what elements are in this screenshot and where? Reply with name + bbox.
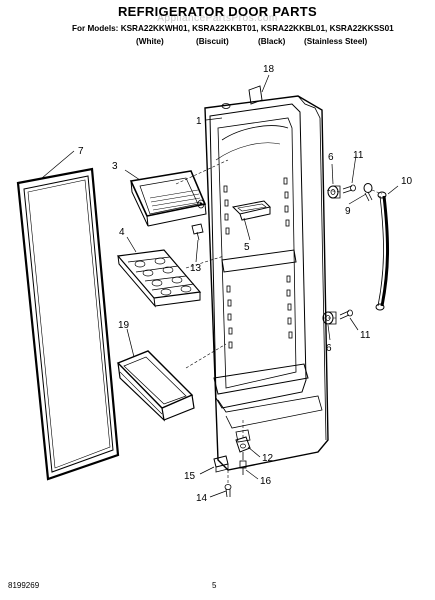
hinge-block [213,455,229,473]
model-number: KSRA22KKBL01, [260,24,328,33]
callout-6: 6 [328,152,334,163]
page-number: 5 [212,581,217,590]
callout-11: 11 [360,330,371,341]
bin-clip [191,223,204,241]
callout-15: 15 [184,471,196,482]
egg-tray [116,249,202,308]
callout-10: 10 [401,176,413,187]
callout-1: 1 [196,116,202,127]
callout-5: 5 [244,242,250,253]
callout-18: 18 [263,64,275,75]
callout-11: 11 [353,150,364,161]
model-number: KSRA22KKWH01, [120,24,190,33]
callout-7: 7 [78,146,84,157]
callout-4: 4 [119,227,125,238]
dairy-bin [231,200,271,221]
bottom-hinge [235,436,251,460]
model-number: KSRA22KKBT01, [192,24,259,33]
callout-13: 13 [190,263,202,274]
bottom-screw [224,484,232,498]
screw-upper [342,184,356,194]
color-label: (White) [136,37,164,46]
color-label: (Biscuit) [196,37,229,46]
door-gasket [16,167,120,481]
callout-12: 12 [262,453,274,464]
handle-screw [363,183,373,202]
callout-19: 19 [118,320,130,331]
doc-number: 8199269 [8,581,40,590]
door-bin [116,350,195,422]
callout-6: 6 [326,343,332,354]
callout-9: 9 [345,206,351,217]
hinge-pin [239,460,247,475]
page-title: REFRIGERATOR DOOR PARTS [117,4,318,19]
for-models-label: For Models: [72,24,119,33]
utility-bin [129,170,207,227]
door-liner [204,95,329,471]
model-number: KSRA22KKSS01 [329,24,394,33]
callout-14: 14 [196,493,208,504]
watermark-text: AppliancePartsPros.com [157,13,278,24]
color-label: (Stainless Steel) [304,37,368,46]
color-label: (Black) [258,37,286,46]
callout-3: 3 [112,161,118,172]
label-plate [248,85,263,105]
screw-lower [339,309,353,320]
door-handle [375,191,390,311]
models-line: For Models: KSRA22KKWH01, KSRA22KKBT01, … [72,24,394,33]
callout-16: 16 [260,476,272,487]
